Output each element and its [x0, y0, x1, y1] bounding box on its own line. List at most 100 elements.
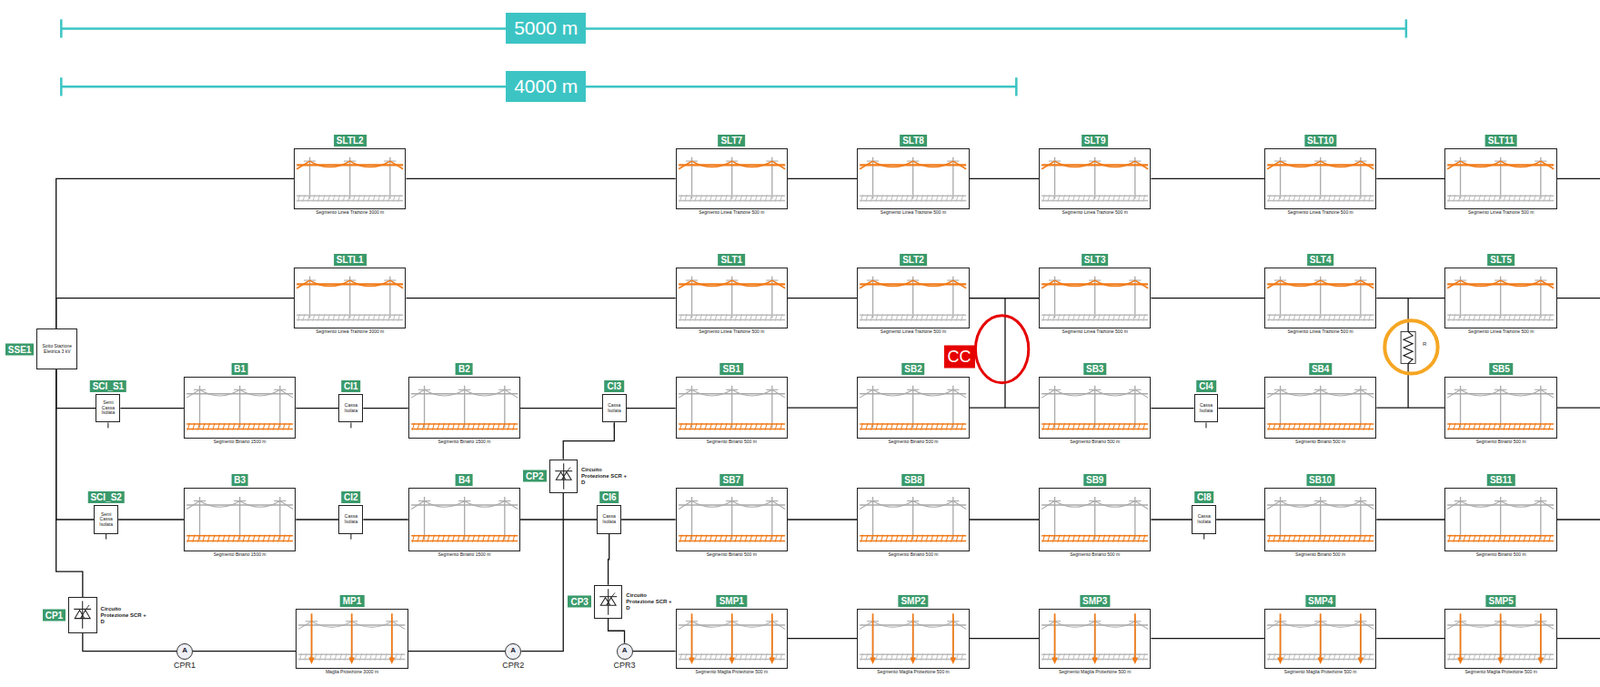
tag-label: SB5: [1489, 362, 1512, 375]
wire: [969, 637, 1039, 639]
traction-line-segment: SLT3Segmento Linea Trazione 500 m: [1038, 267, 1151, 329]
insulated-joint-box: SCI_S1Semi Cassa Isolata: [95, 393, 121, 423]
traction-line-segment: SLT9Segmento Linea Trazione 500 m: [1038, 148, 1151, 210]
wire: [56, 178, 294, 329]
tag-label: SLTL2: [333, 134, 367, 147]
tag-label: CI6: [599, 491, 620, 504]
segment-illustration: [1445, 377, 1556, 438]
wire: [295, 407, 339, 409]
description: Segmento Binario 1500 m: [438, 438, 492, 444]
description: Segmento Linea Trazione 500 m: [698, 328, 765, 334]
wire: [787, 518, 857, 520]
segment-illustration: [294, 268, 405, 328]
segment-illustration: [857, 377, 968, 438]
description: Circuito Protezione SCR + D: [581, 466, 629, 486]
segment-illustration: [69, 597, 96, 632]
wire: [1216, 518, 1265, 520]
substation-box: SSE1Sotto Stazione Elettrica 3 kV: [36, 328, 78, 370]
traction-line-segment: SLTL2Segmento Linea Trazione 3000 m: [293, 148, 406, 210]
tag-label: CI8: [1194, 491, 1215, 504]
traction-line-segment: SLT11Segmento Linea Trazione 500 m: [1444, 148, 1557, 210]
protection-circuit-box: CP3Circuito Protezione SCR + D: [593, 584, 623, 619]
dimension-tick: [60, 19, 63, 38]
tag-label: CP3: [567, 595, 591, 608]
description: Circuito Protezione SCR + D: [100, 605, 149, 625]
tag-label: SLT5: [1487, 253, 1515, 266]
meter-symbol: A: [178, 644, 192, 658]
segment-illustration: [1265, 377, 1376, 438]
segment-illustration: [184, 377, 295, 438]
insulated-joint-box: CI6Cassa Isolata: [596, 504, 622, 534]
track-segment: SB7Segmento Binario 500 m: [675, 487, 788, 552]
description: Maglia Protezione 3000 m: [325, 668, 379, 675]
segment-illustration: [676, 609, 787, 668]
wire: [56, 298, 294, 330]
wire: [405, 178, 675, 180]
tag-label: SB4: [1308, 362, 1332, 375]
description: Circuito Protezione SCR + D: [625, 592, 674, 612]
wire: [1376, 637, 1445, 639]
dimension-label: 4000 m: [505, 70, 586, 102]
wire: [295, 518, 339, 520]
wire: [608, 618, 625, 644]
wire: [969, 518, 1039, 520]
meter-symbol: A: [618, 644, 632, 658]
description: Segmento Binario 500 m: [1295, 438, 1346, 444]
track-segment: SB1Segmento Binario 500 m: [675, 376, 788, 439]
segment-illustration: [676, 149, 787, 209]
protection-mesh-segment: SMP4Segmento Maglia Protezione 500 m: [1264, 608, 1377, 669]
wire: [1150, 637, 1265, 639]
highlight-circle: [1384, 320, 1438, 373]
wire: [520, 518, 597, 520]
description: CPR1: [173, 660, 196, 670]
protection-mesh-segment: SMP5Segmento Maglia Protezione 500 m: [1444, 608, 1557, 669]
segment-illustration: [1039, 609, 1150, 668]
track-segment: B3Segmento Binario 1500 m: [183, 487, 296, 552]
segment-illustration: [294, 149, 405, 209]
description: Segmento Binario 500 m: [1069, 438, 1120, 444]
segment-illustration: [409, 488, 520, 551]
segment-illustration: [1039, 149, 1150, 209]
tag-label: SSE1: [5, 342, 35, 355]
segment-illustration: [857, 149, 968, 209]
description: Segmento Linea Trazione 500 m: [880, 209, 946, 215]
description: Segmento Binario 500 m: [1295, 551, 1346, 557]
wire: [408, 650, 506, 652]
wire-continuation: [1557, 518, 1600, 520]
track-segment: B1Segmento Binario 1500 m: [183, 376, 296, 439]
resistor-body: [1400, 332, 1416, 364]
dimension-label: 5000 m: [505, 12, 586, 44]
insulated-joint-box: SCI_S2Semi Cassa Isolata: [93, 504, 119, 534]
traction-line-segment: SLT8Segmento Linea Trazione 500 m: [856, 148, 969, 210]
insulated-joint-box: CI1Cassa Isolata: [338, 393, 363, 423]
description: Segmento Linea Trazione 3000 m: [315, 328, 384, 334]
resistor-lead: [1407, 362, 1409, 408]
terminal-stub: [105, 533, 107, 540]
protection-mesh-segment: MP1Maglia Protezione 3000 m: [295, 608, 408, 669]
description: Sotto Stazione Elettrica 3 kV: [38, 330, 76, 368]
tag-label: SB3: [1083, 362, 1107, 375]
wire: [1376, 297, 1445, 299]
tag-label: SMP5: [1486, 594, 1517, 607]
tag-label: SB2: [901, 362, 925, 375]
tag-label: SCI_S1: [90, 380, 127, 393]
track-segment: B2Segmento Binario 1500 m: [408, 376, 521, 439]
wire: [787, 297, 857, 299]
resistor-lead: [1407, 298, 1409, 333]
wire: [969, 178, 1039, 180]
wire: [787, 178, 857, 180]
description: Segmento Binario 500 m: [887, 551, 938, 557]
meter-symbol: A: [506, 644, 520, 658]
wire: [1376, 518, 1445, 520]
tag-label: SLT9: [1081, 134, 1109, 147]
tag-label: CI4: [1196, 380, 1217, 393]
description: Segmento Linea Trazione 500 m: [1062, 328, 1128, 334]
tag-label: SCI_S2: [87, 491, 124, 504]
dimension-tick: [1405, 19, 1409, 38]
protection-mesh-segment: SMP1Segmento Maglia Protezione 500 m: [675, 608, 788, 669]
segment-illustration: [857, 609, 968, 668]
wire: [362, 518, 408, 520]
wire: [563, 422, 614, 459]
wire-continuation: [1557, 637, 1600, 639]
